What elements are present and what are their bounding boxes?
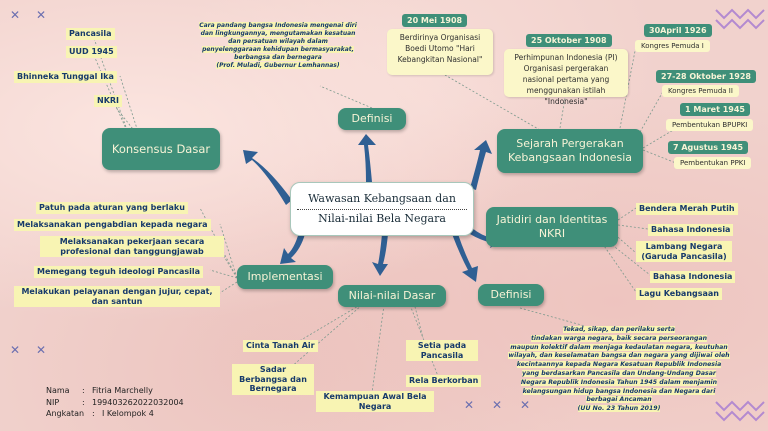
- nilai-item: Rela Berkorban: [406, 375, 482, 387]
- x-mark-icon: ✕: [10, 8, 21, 22]
- nilai-item: Cinta Tanah Air: [243, 340, 318, 352]
- x-mark-icon: ✕: [36, 8, 47, 22]
- implementasi-item: Melaksanakan pekerjaan secara profesiona…: [40, 236, 224, 258]
- jatidiri-item: Lambang Negara (Garuda Pancasila): [636, 241, 732, 263]
- sejarah-event: Pembentukan PPKI: [674, 157, 752, 169]
- jatidiri-item: Bahasa Indonesia: [650, 271, 736, 283]
- sejarah-event: Perhimpunan Indonesia (PI) Organisasi pe…: [504, 49, 628, 106]
- jatidiri-item: Lagu Kebangsaan: [636, 288, 722, 300]
- node-definisi-right[interactable]: Definisi: [478, 284, 544, 306]
- sejarah-date: 25 Oktober 1908: [526, 34, 612, 47]
- nilai-item: Setia pada Pancasila: [406, 340, 478, 362]
- konsensus-item: NKRI: [94, 95, 123, 107]
- jatidiri-item: Bendera Merah Putih: [636, 203, 738, 215]
- node-jatidiri-identitas[interactable]: Jatidiri dan Identitas NKRI: [486, 207, 618, 247]
- x-mark-icon: ✕: [36, 343, 47, 357]
- implementasi-item: Patuh pada aturan yang berlaku: [36, 202, 188, 214]
- sejarah-date: 27-28 Oktober 1928: [656, 70, 756, 83]
- implementasi-item: Melakukan pelayanan dengan jujur, cepat,…: [14, 286, 220, 308]
- sejarah-event: Berdirinya Organisasi Boedi Utomo "Hari …: [387, 29, 493, 75]
- nilai-item: Kemampuan Awal Bela Negara: [316, 391, 434, 413]
- node-definisi-top[interactable]: Definisi: [338, 108, 406, 130]
- sejarah-date: 20 Mei 1908: [402, 14, 468, 27]
- sejarah-date: 7 Agustus 1945: [668, 141, 749, 154]
- x-mark-icon: ✕: [492, 398, 503, 412]
- info-label: Nama: [46, 386, 70, 395]
- konsensus-item: UUD 1945: [66, 46, 117, 58]
- sejarah-event: Kongres Pemuda I: [635, 40, 710, 52]
- info-label: NIP: [46, 397, 60, 407]
- node-implementasi[interactable]: Implementasi: [237, 265, 333, 289]
- konsensus-item: Bhinneka Tunggal Ika: [14, 71, 117, 83]
- x-mark-icon: ✕: [464, 398, 475, 412]
- zigzag-icon: [715, 8, 765, 30]
- konsensus-item: Pancasila: [66, 28, 115, 40]
- x-mark-icon: ✕: [10, 343, 21, 357]
- nilai-item: Sadar Berbangsa dan Bernegara: [232, 364, 314, 395]
- sejarah-event: Kongres Pemuda II: [662, 85, 739, 97]
- node-sejarah-pergerakan[interactable]: Sejarah Pergerakan Kebangsaan Indonesia: [497, 129, 643, 173]
- info-label: Angkatan: [46, 409, 85, 419]
- sejarah-date: 30April 1926: [644, 24, 712, 37]
- info-value: 199403262022032004: [92, 397, 184, 407]
- implementasi-item: Memegang teguh ideologi Pancasila: [34, 266, 204, 278]
- info-value: Fitria Marchelly: [92, 386, 153, 395]
- definisi-bela-negara-text: Tekad, sikap, dan perilaku serta tindaka…: [508, 326, 730, 413]
- central-topic[interactable]: Wawasan Kebangsaan dan Nilai-nilai Bela …: [290, 182, 474, 236]
- info-value: I Kelompok 4: [102, 409, 154, 419]
- sejarah-event: Pembentukan BPUPKI: [666, 119, 754, 131]
- node-nilai-nilai-dasar[interactable]: Nilai-nilai Dasar: [338, 285, 446, 307]
- central-topic-line1: Wawasan Kebangsaan dan: [308, 192, 456, 205]
- x-mark-icon: ✕: [520, 398, 531, 412]
- implementasi-item: Melaksanakan pengabdian kepada negara: [14, 219, 211, 231]
- jatidiri-item: Bahasa Indonesia: [648, 224, 734, 236]
- sejarah-date: 1 Maret 1945: [680, 103, 750, 116]
- central-divider: [297, 208, 467, 210]
- zigzag-icon: [715, 400, 765, 422]
- node-konsensus-dasar[interactable]: Konsensus Dasar: [102, 128, 220, 170]
- central-topic-line2: Nilai-nilai Bela Negara: [318, 211, 446, 225]
- author-info: Nama:Fitria Marchelly NIP:19940326202203…: [46, 386, 184, 419]
- definisi-wawasan-quote: Cara pandang bangsa Indonesia mengenai d…: [199, 22, 357, 70]
